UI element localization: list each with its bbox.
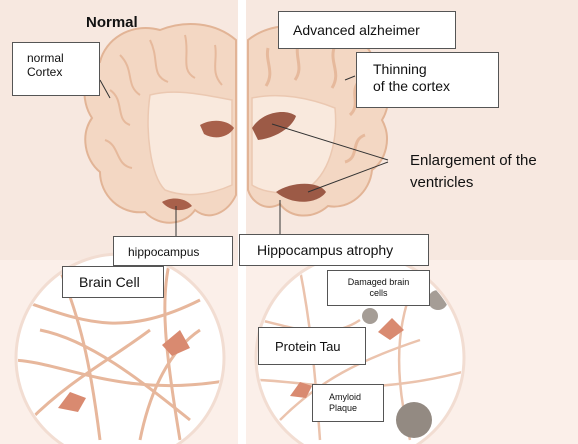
damaged-cells-label: Damaged brain cells <box>327 270 430 306</box>
hippocampus-label: hippocampus <box>113 236 233 266</box>
hippocampus-atrophy-label: Hippocampus atrophy <box>239 234 429 266</box>
normal-title: Normal <box>86 14 138 31</box>
protein-tau-label: Protein Tau <box>258 327 366 365</box>
brain-cell-label: Brain Cell <box>62 266 164 298</box>
ventricles-label: Enlargement of the ventricles <box>410 150 537 194</box>
panel-divider <box>238 0 246 444</box>
thinning-cortex-label: Thinning of the cortex <box>356 52 499 108</box>
advanced-alzheimer-title: Advanced alzheimer <box>278 11 456 49</box>
amyloid-plaque-label: Amyloid Plaque <box>312 384 384 422</box>
normal-cortex-label: normal Cortex <box>12 42 100 96</box>
normal-brain <box>84 24 236 223</box>
